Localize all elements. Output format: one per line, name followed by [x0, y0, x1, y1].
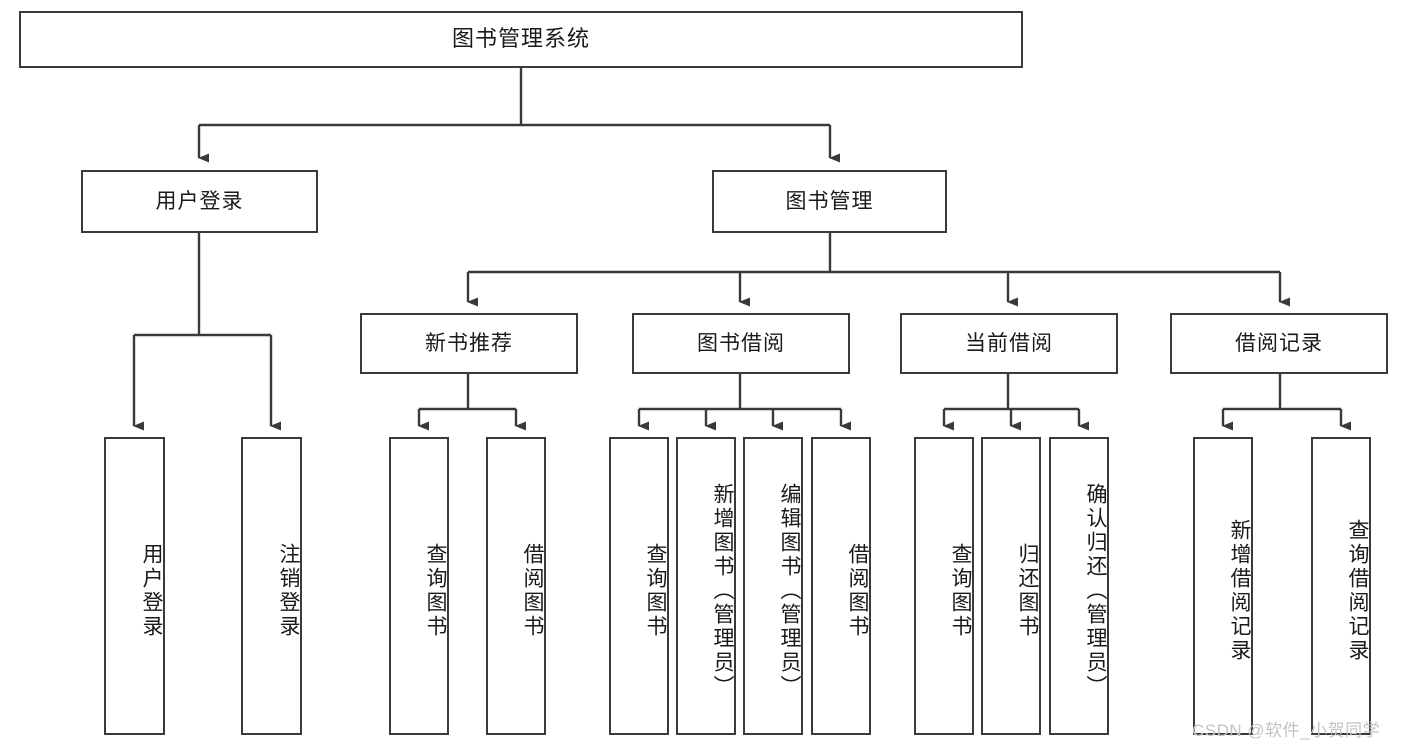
node-label: 新增借阅记录 — [1228, 519, 1251, 663]
node-label: 图书借阅 — [697, 331, 785, 355]
node-label: 新书推荐 — [425, 331, 513, 355]
node-label: 归还图书 — [1016, 543, 1039, 639]
node-root-system[interactable]: 图书管理系统 — [19, 11, 1023, 68]
leaf-borrow-add-book-admin[interactable]: 新增图书（管理员） — [676, 437, 736, 735]
node-book-management[interactable]: 图书管理 — [712, 170, 947, 233]
leaf-borrow-borrow-book[interactable]: 借阅图书 — [811, 437, 871, 735]
node-label: 新增图书（管理员） — [711, 483, 734, 699]
node-label: 图书管理系统 — [451, 26, 590, 52]
node-label: 查询图书 — [644, 543, 667, 639]
leaf-current-query-book[interactable]: 查询图书 — [914, 437, 974, 735]
leaf-newbook-borrow-book[interactable]: 借阅图书 — [486, 437, 546, 735]
node-label: 查询图书 — [424, 543, 447, 639]
node-label: 查询借阅记录 — [1346, 519, 1369, 663]
node-label: 借阅记录 — [1235, 331, 1323, 355]
node-label: 当前借阅 — [965, 331, 1053, 355]
node-label: 注销登录 — [277, 543, 300, 639]
node-borrow-record[interactable]: 借阅记录 — [1170, 313, 1388, 374]
node-new-book-recommend[interactable]: 新书推荐 — [360, 313, 578, 374]
node-label: 查询图书 — [949, 543, 972, 639]
leaf-borrow-edit-book-admin[interactable]: 编辑图书（管理员） — [743, 437, 803, 735]
leaf-user-logout[interactable]: 注销登录 — [241, 437, 302, 735]
node-label: 借阅图书 — [846, 543, 869, 639]
node-label: 借阅图书 — [521, 543, 544, 639]
leaf-borrow-query-book[interactable]: 查询图书 — [609, 437, 669, 735]
csdn-watermark: CSDN @软件_小贺同学 — [1192, 721, 1381, 740]
node-label: 图书管理 — [785, 189, 874, 213]
node-label: 编辑图书（管理员） — [778, 483, 801, 699]
node-book-borrow[interactable]: 图书借阅 — [632, 313, 850, 374]
leaf-record-add-record[interactable]: 新增借阅记录 — [1193, 437, 1253, 735]
leaf-current-return-book[interactable]: 归还图书 — [981, 437, 1041, 735]
leaf-user-login[interactable]: 用户登录 — [104, 437, 165, 735]
leaf-current-confirm-return-admin[interactable]: 确认归还（管理员） — [1049, 437, 1109, 735]
node-user-login[interactable]: 用户登录 — [81, 170, 318, 233]
node-label: 确认归还（管理员） — [1084, 483, 1107, 699]
leaf-record-query-record[interactable]: 查询借阅记录 — [1311, 437, 1371, 735]
node-current-borrow[interactable]: 当前借阅 — [900, 313, 1118, 374]
node-label: 用户登录 — [155, 189, 244, 213]
leaf-newbook-query-book[interactable]: 查询图书 — [389, 437, 449, 735]
node-label: 用户登录 — [140, 543, 163, 639]
